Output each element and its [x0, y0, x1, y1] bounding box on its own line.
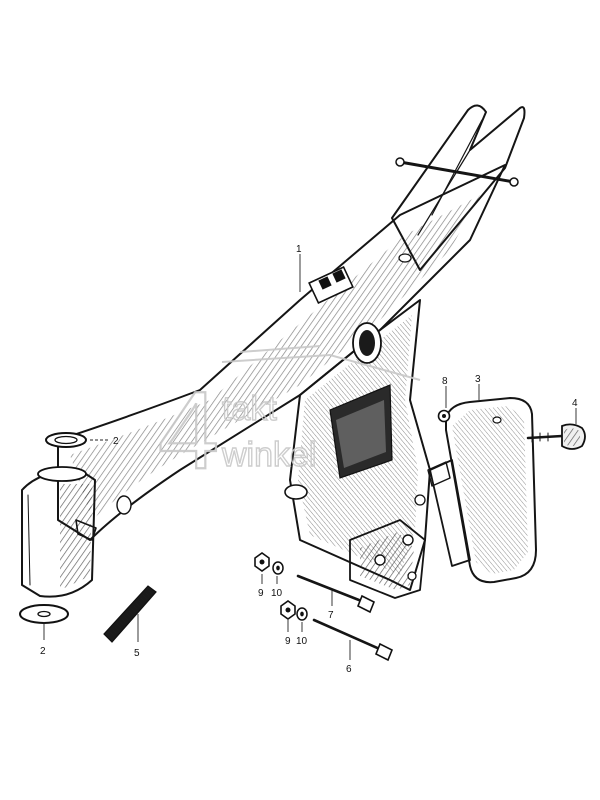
- side-cover-part: [427, 397, 537, 584]
- bolt-long-part: [312, 618, 394, 662]
- knob-screw-part: [526, 423, 586, 450]
- washer-upper-part: [272, 561, 284, 575]
- callout-labels: 1 2 2 3 4 5 6 7 8 9 9 10 10: [40, 244, 578, 675]
- frame-main-body: [21, 104, 526, 599]
- callout-7: 7: [328, 610, 334, 621]
- callout-9-lower: 9: [285, 636, 291, 647]
- callout-8: 8: [442, 376, 448, 387]
- rubber-strip-part: [103, 585, 157, 643]
- watermark-digit: 4: [158, 369, 219, 492]
- callout-2-top: 2: [113, 436, 119, 447]
- small-nut-part: [437, 409, 451, 423]
- head-tube-washer-bottom: [19, 604, 69, 624]
- nut-lower-part: [280, 600, 296, 620]
- callout-6: 6: [346, 664, 352, 675]
- washer-lower-part: [296, 607, 308, 621]
- watermark-line2: winkel: [221, 436, 316, 474]
- callout-9-upper: 9: [258, 588, 264, 599]
- watermark-line1: takt: [222, 390, 277, 428]
- callout-1: 1: [296, 244, 302, 255]
- head-tube-washer-top: [45, 432, 87, 448]
- callout-4: 4: [572, 398, 578, 409]
- callout-10-upper: 10: [271, 588, 283, 599]
- callout-leaders: [43, 254, 577, 660]
- bolt-short-part: [296, 574, 376, 614]
- callout-3: 3: [475, 374, 481, 385]
- nut-upper-part: [254, 552, 270, 572]
- callout-5: 5: [134, 648, 140, 659]
- watermark-logo: 4 takt winkel: [157, 345, 421, 493]
- callout-2-bottom: 2: [40, 646, 46, 657]
- callout-10-lower: 10: [296, 636, 308, 647]
